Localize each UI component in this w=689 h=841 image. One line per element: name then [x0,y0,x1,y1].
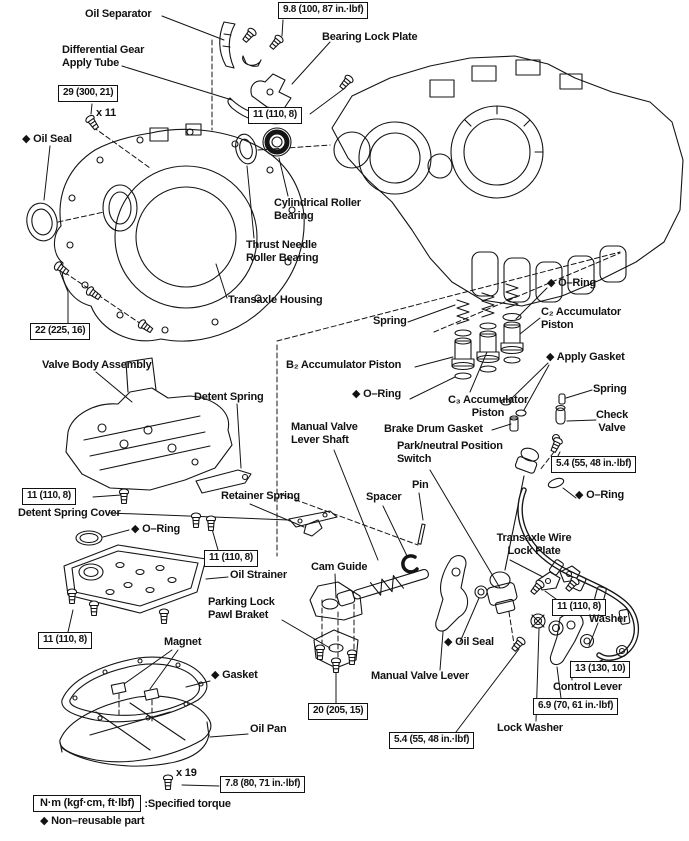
part-thrust-needle-roller-bearing [233,132,260,166]
torque-housing-bolts: 22 (225, 16) [30,323,91,340]
torque-cam-guide-bolts: 20 (205, 15) [308,703,369,720]
label-check-valve: Check Valve [595,409,629,434]
label-oil-pan: Oil Pan [250,723,287,735]
label-parking-lock-pawl-braket: Parking Lock Pawl Braket [208,596,275,621]
torque-switch-bolt: 5.4 (55, 48 in.·lbf) [551,456,637,473]
label-pin: Pin [412,479,429,491]
part-spacer [403,556,417,572]
legend-torque-units: N·m (kgf·cm, ft·lbf) [33,795,142,812]
label-apply-gasket: ◆ Apply Gasket [546,351,625,363]
part-detent-spring-cover [289,511,337,527]
label-oil-seal-left: ◆ Oil Seal [22,133,72,145]
part-cam-guide [310,582,362,620]
part-strainer-o-ring [76,531,102,545]
label-transaxle-wire-lock-plate: Transaxle Wire Lock Plate [496,532,572,557]
part-gasket [62,657,207,722]
label-lock-washer: Lock Washer [497,722,563,734]
part-oil-separator [220,22,261,68]
label-gasket: ◆ Gasket [211,669,258,681]
label-oil-separator: Oil Separator [85,8,152,20]
legend-torque-note: :Specified torque [144,797,231,810]
part-oil-seal-right-inner [478,589,484,595]
part-check-valve-and-spring [501,394,565,442]
torque-washer-nut: 13 (130, 10) [570,661,631,678]
label-detent-spring: Detent Spring [194,391,264,403]
label-c3-accumulator-piston: C₃ Accumulator Piston [447,394,529,419]
torque-control-shaft-bolt: 11 (110, 8) [552,599,606,616]
part-control-lever-cluster [531,613,628,665]
label-o-ring-c3: ◆ O–Ring [352,388,402,400]
part-oil-strainer [64,545,206,613]
label-differential-gear-apply-tube: Differential Gear Apply Tube [62,44,145,69]
part-accumulator-pistons [452,284,523,379]
part-transmission-case [332,56,683,306]
torque-lever-bolt: 5.4 (55, 48 in.·lbf) [389,732,475,749]
label-c2-accumulator-piston: C₂ Accumulator Piston [541,306,621,331]
part-oil-seal-left [23,200,60,243]
label-oil-strainer: Oil Strainer [230,569,287,581]
torque-oil-separator-bolts: 9.8 (100, 87 in.·lbf) [278,2,369,19]
label-park-neutral-position-switch: Park/neutral Position Switch [397,440,503,465]
part-oil-seal-right [475,586,487,598]
part-transaxle-housing [54,124,304,341]
part-manual-valve-lever [436,556,468,632]
part-manual-valve-lever-shaft [336,566,430,608]
torque-valve-body-bolt: 11 (110, 8) [22,488,76,505]
label-brake-drum-gasket: Brake Drum Gasket [384,423,483,435]
label-washer: Washer [589,613,628,625]
label-manual-valve-lever-shaft: Manual Valve Lever Shaft [291,421,358,446]
label-detent-spring-cover: Detent Spring Cover [18,507,121,519]
label-thrust-needle-roller-bearing: Thrust Needle Roller Bearing [246,239,319,264]
label-o-ring-shaft: ◆ O–Ring [575,489,625,501]
torque-apply-tube-bolts: 29 (300, 21) [58,85,119,102]
label-magnet: Magnet [164,636,202,648]
part-bearing-lock-plate [251,74,291,110]
label-o-ring-accumulator: ◆ O–Ring [547,277,597,289]
torque-strainer-upper-bolts: 11 (110, 8) [204,550,258,567]
part-pin [418,524,425,544]
torque-strainer-lower-bolts: 11 (110, 8) [38,632,92,649]
legend-nonreusable-note: ◆ Non–reusable part [40,815,145,827]
label-manual-valve-lever: Manual Valve Lever [371,670,469,682]
part-magnets [111,683,159,701]
label-spacer: Spacer [366,491,402,503]
label-retainer-spring: Retainer Spring [221,490,300,502]
torque-pan-bolts: 7.8 (80, 71 in.·lbf) [220,776,306,793]
label-bearing-lock-plate: Bearing Lock Plate [322,31,418,43]
part-cylindrical-roller-bearing [263,128,291,156]
part-transaxle-wire-lock-plate [538,566,580,590]
label-spring-check-valve: Spring [593,383,627,395]
part-oil-pan [60,696,211,766]
count-x11: x 11 [96,107,117,119]
label-oil-seal-right: ◆ Oil Seal [444,636,494,648]
part-parking-lock-pawl-braket [314,630,358,668]
label-o-ring-strainer: ◆ O–Ring [131,523,181,535]
label-control-lever: Control Lever [553,681,622,693]
part-valve-body-assembly [66,358,232,490]
part-retainer-spring [304,520,322,536]
label-transaxle-housing: Transaxle Housing [228,294,323,306]
torque-control-lever-nut: 6.9 (70, 61 in.·lbf) [533,698,619,715]
count-x19: x 19 [176,767,197,779]
part-detent-spring [196,470,251,493]
legend-torque: N·m (kgf·cm, ft·lbf) :Specified torque [33,795,231,812]
label-cam-guide: Cam Guide [311,561,368,573]
label-cylindrical-roller-bearing: Cylindrical Roller Bearing [274,197,361,222]
label-valve-body-assembly: Valve Body Assembly [42,359,152,371]
label-b2-accumulator-piston: B₂ Accumulator Piston [286,359,402,371]
label-spring-accumulator: Spring [373,315,407,327]
torque-bearing-lock-plate-bolt: 11 (110, 8) [248,107,302,124]
